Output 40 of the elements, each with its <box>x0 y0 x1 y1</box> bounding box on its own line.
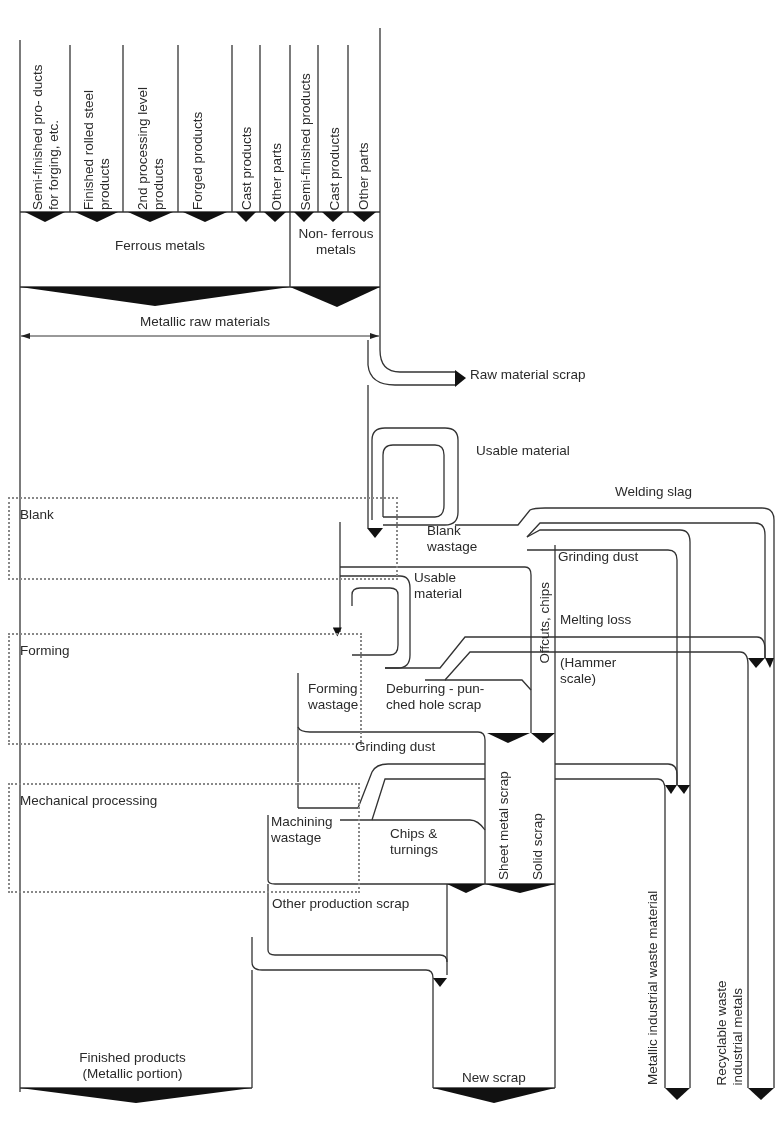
flow-label: Deburring - pun- ched hole scrap <box>386 681 486 713</box>
stage-label: Blank <box>20 507 54 523</box>
flow-label: Grinding dust <box>558 549 640 565</box>
flow-label: Chips & turnings <box>390 826 440 858</box>
flow-label: Other production scrap <box>272 896 411 912</box>
vertical-label: Recyclable waste industrial metals <box>712 978 745 1085</box>
flow-label: Raw material scrap <box>470 367 587 383</box>
flow-label: Melting loss <box>560 612 633 628</box>
vertical-label: Semi-finished pro- ducts for forging, etc. <box>29 63 62 210</box>
vertical-label: Metallic industrial waste material <box>644 889 662 1085</box>
flow-line <box>332 579 342 637</box>
vertical-label: Semi-finished products <box>295 71 314 210</box>
flow-label: Finished products (Metallic portion) <box>78 1050 187 1082</box>
flow-label: Usable material <box>414 570 463 602</box>
process-stage-box <box>8 497 398 580</box>
vertical-label: Solid scrap <box>529 812 547 880</box>
vertical-label: Other parts <box>355 141 373 210</box>
stage-label: Mechanical processing <box>20 793 158 809</box>
vertical-label: Sheet metal scrap <box>495 770 513 880</box>
flow-label: Metallic raw materials <box>139 314 271 330</box>
flow-label: Blank wastage <box>427 523 479 555</box>
flow-label: New scrap <box>461 1070 527 1086</box>
flow-label: Machining wastage <box>271 814 334 846</box>
vertical-label: Finished rolled steel products <box>80 88 113 210</box>
process-stage-box <box>8 783 360 893</box>
vertical-label: Cast products <box>324 125 343 210</box>
flow-label: (Hammer scale) <box>560 655 618 687</box>
flow-label: Ferrous metals <box>114 238 206 254</box>
stage-label: Forming <box>20 643 70 659</box>
flow-label: Usable material <box>476 443 571 459</box>
vertical-label: Forged products <box>189 110 207 210</box>
flow-label: Welding slag <box>615 484 694 500</box>
vertical-label: 2nd processing level products <box>134 85 167 210</box>
vertical-label: Cast products <box>238 125 256 210</box>
flow-label: Grinding dust <box>355 739 437 755</box>
flow-line <box>297 744 299 783</box>
vertical-label: Offcuts, chips <box>534 580 553 663</box>
flow-label: Non- ferrous metals <box>297 226 375 258</box>
vertical-label: Other parts <box>266 141 285 210</box>
flow-label: Forming wastage <box>308 681 360 713</box>
